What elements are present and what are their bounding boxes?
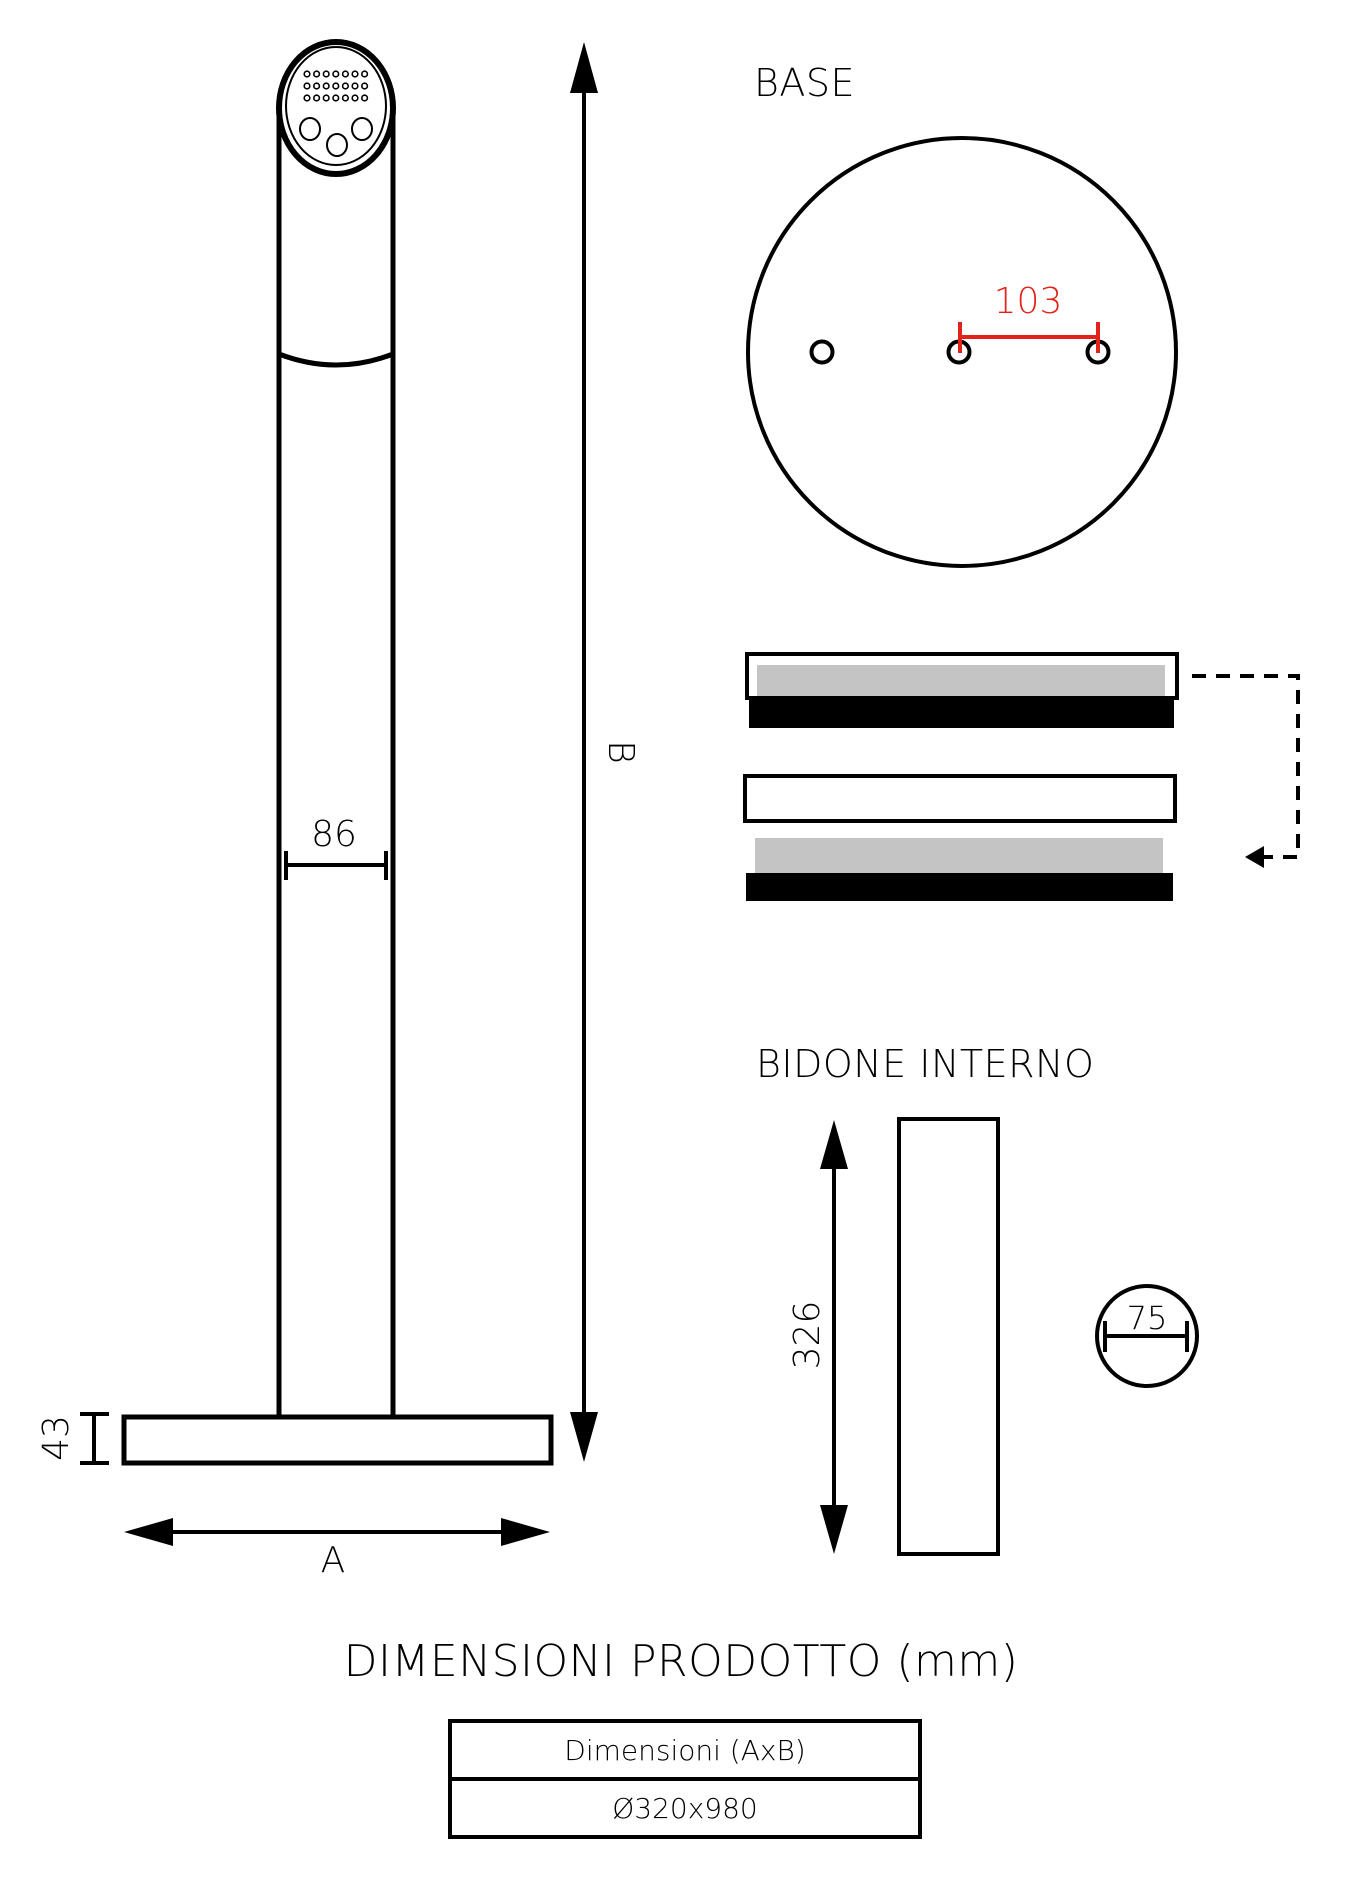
width-a-arrow bbox=[124, 1518, 550, 1546]
width-a-label: A bbox=[320, 1540, 346, 1581]
height-b-label: B bbox=[600, 740, 641, 764]
insert-direction-dashed-arrow bbox=[1192, 674, 1300, 868]
table-header-cell: Dimensioni (AxB) bbox=[448, 1719, 922, 1781]
base-height-dimension bbox=[80, 1412, 109, 1465]
base-top-view bbox=[746, 136, 1178, 568]
butt-holes-icon bbox=[299, 117, 373, 157]
pole-diameter-label: 86 bbox=[311, 814, 357, 855]
pole-diameter-dimension bbox=[284, 851, 388, 880]
base-height-label: 43 bbox=[36, 1415, 77, 1461]
table-row: Ø320x980 bbox=[448, 1777, 922, 1839]
lid-assembly-diagram bbox=[743, 652, 1179, 901]
ash-holes-grid-icon bbox=[303, 70, 369, 102]
inner-bin-diameter-symbol bbox=[1095, 1284, 1199, 1388]
inner-bin-height-label: 326 bbox=[787, 1300, 828, 1370]
main-title: DIMENSIONI PRODOTTO (mm) bbox=[343, 1636, 1019, 1687]
hole-spacing-label: 103 bbox=[993, 281, 1063, 322]
dimensions-table: Dimensioni (AxB) Ø320x980 bbox=[448, 1719, 922, 1839]
inner-bin-section-title: BIDONE INTERNO bbox=[756, 1042, 1095, 1086]
base-section-title: BASE bbox=[754, 61, 856, 105]
inner-bin-height-arrow bbox=[820, 1120, 848, 1554]
table-header-row: Dimensioni (AxB) bbox=[448, 1719, 922, 1781]
inner-bin-side-view bbox=[897, 1117, 1000, 1556]
fixing-hole-icon bbox=[809, 339, 835, 365]
pole-side-view bbox=[121, 39, 554, 1466]
table-value-cell: Ø320x980 bbox=[448, 1777, 922, 1839]
hole-spacing-dimension bbox=[958, 322, 1100, 353]
inner-bin-diameter-label: 75 bbox=[1126, 1299, 1168, 1337]
height-b-arrow bbox=[570, 42, 598, 1462]
